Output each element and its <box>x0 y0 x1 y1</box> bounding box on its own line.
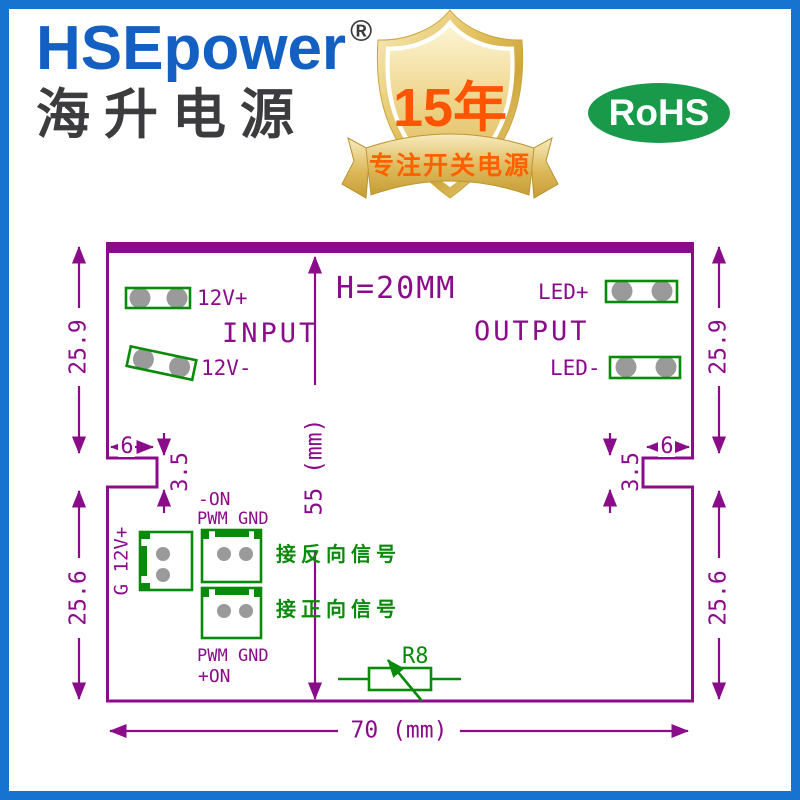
sig-bottom-line2: +ON <box>198 666 231 687</box>
badge-years-label: 15年 <box>393 78 507 138</box>
dim-notch-height-right: 3.5 <box>602 433 644 513</box>
pad-12v-plus <box>124 286 192 310</box>
pad-led-minus-label: LED- <box>550 356 601 380</box>
dim-right-lower-label: 25.6 <box>706 570 732 625</box>
ribbon-right-tail <box>529 137 559 199</box>
sig-bottom-line1: PWM GND <box>197 646 269 666</box>
dim-board-width: 70 (mm) <box>108 718 690 744</box>
potentiometer-r8 <box>338 659 461 702</box>
ribbon-left-tail <box>341 137 371 199</box>
dim-board-height-label: 55 (mm) <box>302 419 328 516</box>
dim-notch-height-right-label: 3.5 <box>619 452 644 492</box>
dim-notch-width-left: 6 <box>109 434 155 459</box>
dim-left-upper: 25.9 <box>66 245 92 455</box>
brand-name-en: HSEpower® <box>36 17 372 80</box>
pcb-top-edge-bar <box>106 242 694 253</box>
dim-left-lower-label: 25.6 <box>66 570 92 625</box>
ribbon-band <box>365 133 535 196</box>
board-height-note: H=20MM <box>336 271 456 306</box>
r8-label: R8 <box>402 644 429 669</box>
pad-12v-plus-label: 12V+ <box>197 286 248 310</box>
dim-right-lower: 25.6 <box>706 489 732 701</box>
pcb-outline <box>106 253 694 703</box>
input-label: INPUT <box>222 318 318 349</box>
pad-led-plus <box>604 279 679 304</box>
sig-top-line2: PWM GND <box>197 509 269 529</box>
conn-power <box>138 530 194 592</box>
pad-12v-minus-label: 12V- <box>201 356 252 380</box>
dim-right-upper-label: 25.9 <box>706 319 732 374</box>
brand-logo: HSEpower® 海升电源 <box>36 17 372 145</box>
dim-left-lower: 25.6 <box>66 489 92 701</box>
dim-board-height: 55 (mm) <box>302 255 328 701</box>
dim-notch-width-left-label: 6 <box>120 434 133 459</box>
dim-board-width-label: 70 (mm) <box>351 718 448 744</box>
conn-reverse-signal <box>200 528 263 584</box>
output-label: OUTPUT <box>474 316 590 347</box>
dim-left-upper-label: 25.9 <box>66 319 92 374</box>
pad-led-plus-label: LED+ <box>538 280 589 304</box>
brand-name-hse: HSEpower <box>36 14 347 83</box>
rohs-label: RoHS <box>608 92 710 133</box>
anniversary-badge: 15年 专注开关电源 <box>341 9 559 199</box>
badge-slogan-label: 专注开关电源 <box>369 151 531 180</box>
dim-notch-width-right-label: 6 <box>660 434 673 459</box>
pad-led-minus <box>608 355 682 380</box>
reverse-signal-label: 接反向信号 <box>276 542 401 566</box>
rohs-mark: RoHS <box>588 83 730 143</box>
dim-right-upper: 25.9 <box>706 245 732 455</box>
pad-12v-minus <box>125 344 198 382</box>
dim-notch-width-right: 6 <box>645 434 691 459</box>
registered-trademark-icon: ® <box>350 15 373 48</box>
conn-forward-signal <box>200 586 263 640</box>
brand-name-cn: 海升电源 <box>36 85 308 145</box>
conn-power-label: G 12V+ <box>111 527 133 596</box>
sig-top-line1: -ON <box>198 489 231 510</box>
dim-notch-height-left-label: 3.5 <box>168 452 193 492</box>
dim-notch-height-left: 3.5 <box>156 433 193 513</box>
forward-signal-label: 接正向信号 <box>276 597 401 621</box>
